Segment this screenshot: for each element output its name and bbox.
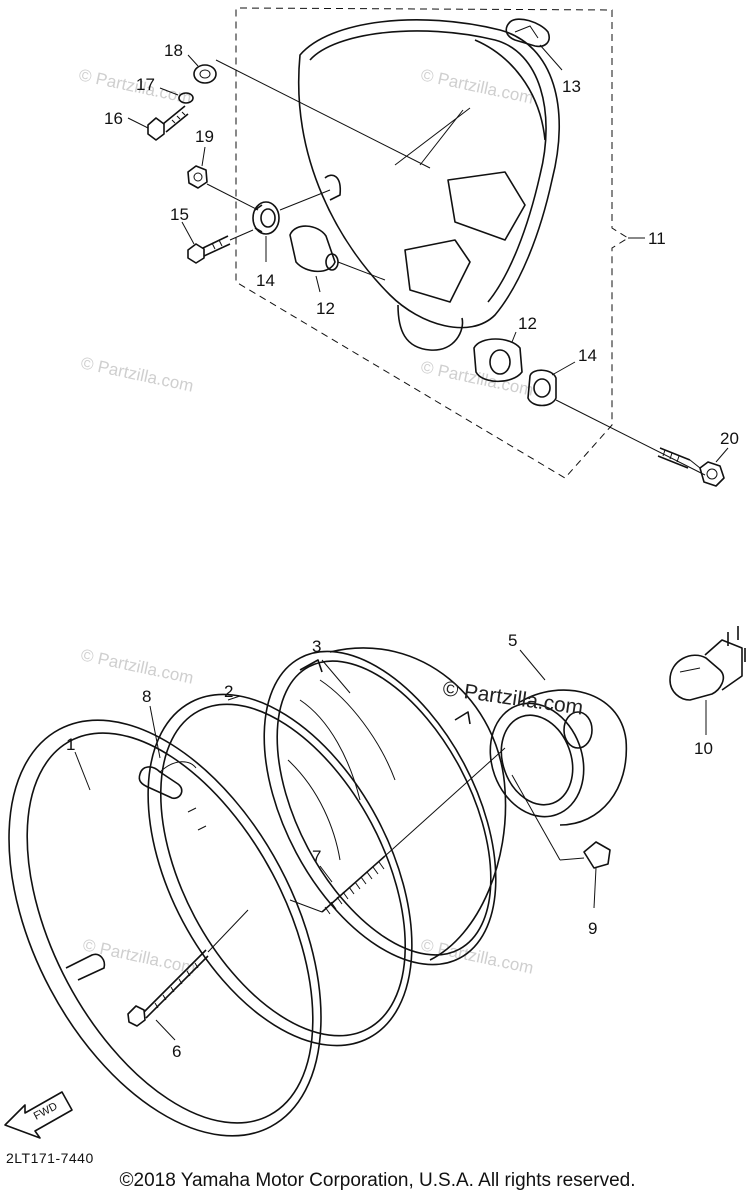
headlight-rim-1 xyxy=(8,719,322,1137)
leader-12-link xyxy=(337,261,386,281)
clip-8 xyxy=(138,761,197,800)
lock-washer-17 xyxy=(178,92,194,104)
leader-18b xyxy=(215,59,431,169)
spring-7 xyxy=(289,747,506,915)
callout-19: 19 xyxy=(195,127,214,146)
leader-3 xyxy=(321,659,351,694)
leader-9 xyxy=(593,867,597,909)
clip-9 xyxy=(511,774,611,869)
leader-14-link xyxy=(279,189,331,211)
leader-18 xyxy=(187,54,199,67)
nut-19 xyxy=(187,165,208,189)
fwd-arrow-icon xyxy=(4,1091,73,1139)
leader-15b xyxy=(229,229,254,241)
watermark: © Partzilla.com xyxy=(79,645,195,687)
leader-14b xyxy=(551,361,576,376)
leader-12b xyxy=(511,331,517,343)
callout-7: 7 xyxy=(312,847,321,866)
spacer-12 xyxy=(289,225,339,273)
headlight-ring-2 xyxy=(147,693,413,1047)
leader-1 xyxy=(74,751,91,791)
callout-17: 17 xyxy=(136,75,155,94)
leader-8 xyxy=(149,705,161,759)
callout-10: 10 xyxy=(694,739,713,758)
headlight-housing xyxy=(298,19,560,351)
bulb-socket-5 xyxy=(489,689,628,826)
grommet-14 xyxy=(252,201,280,235)
assembly-boundary xyxy=(235,7,629,479)
diagram-part-number: 2LT171-7440 xyxy=(6,1150,94,1166)
callout-14: 14 xyxy=(256,271,275,290)
callout-14: 14 xyxy=(578,346,597,365)
callout-5: 5 xyxy=(508,631,517,650)
callout-16: 16 xyxy=(104,109,123,128)
bolt-16 xyxy=(147,105,189,141)
bolt-20 xyxy=(657,447,725,487)
callout-11: 11 xyxy=(648,229,666,248)
callout-2: 2 xyxy=(224,682,233,701)
callout-15: 15 xyxy=(170,205,189,224)
leader-16 xyxy=(127,117,149,129)
leader-20 xyxy=(715,447,729,463)
leader-12a xyxy=(315,275,321,293)
callout-13: 13 xyxy=(562,77,581,96)
watermark: © Partzilla.com xyxy=(419,357,535,399)
leader-2 xyxy=(227,695,241,701)
grommet-14 xyxy=(527,369,557,407)
callout-1: 1 xyxy=(66,735,75,754)
callout-20: 20 xyxy=(720,429,739,448)
socket-cap-13 xyxy=(505,18,550,48)
spacer-12 xyxy=(473,338,523,383)
copyright-notice: ©2018 Yamaha Motor Corporation, U.S.A. A… xyxy=(119,1170,636,1191)
watermark-main: © Partzilla.com xyxy=(441,677,584,719)
headlight-lens-3 xyxy=(263,647,507,966)
callout-18: 18 xyxy=(164,41,183,60)
callout-9: 9 xyxy=(588,919,597,938)
bulb-10 xyxy=(669,626,746,701)
callout-3: 3 xyxy=(312,637,321,656)
callout-12: 12 xyxy=(316,299,335,318)
leader-6 xyxy=(155,1019,176,1041)
leader-19b xyxy=(206,183,259,211)
leader-7 xyxy=(319,865,333,883)
headlight-unit-assembly: FWD xyxy=(4,626,746,1139)
screw-15 xyxy=(187,235,231,264)
screw-6 xyxy=(127,909,249,1027)
headlight-housing-assembly xyxy=(127,7,729,487)
callout-6: 6 xyxy=(172,1042,181,1061)
leader-19 xyxy=(201,146,206,167)
leader-13 xyxy=(539,44,563,71)
watermarks: © Partzilla.com © Partzilla.com © Partzi… xyxy=(77,65,535,977)
callouts: 1 2 3 5 6 7 8 9 10 11 12 12 13 14 14 15 … xyxy=(66,41,739,1061)
callout-8: 8 xyxy=(142,687,151,706)
washer-18 xyxy=(193,64,217,84)
leader-14b-link xyxy=(555,399,706,476)
leader-17 xyxy=(159,87,179,96)
leader-15 xyxy=(181,221,195,245)
watermark: © Partzilla.com xyxy=(79,353,195,395)
callout-12: 12 xyxy=(518,314,537,333)
leader-5 xyxy=(519,649,546,681)
